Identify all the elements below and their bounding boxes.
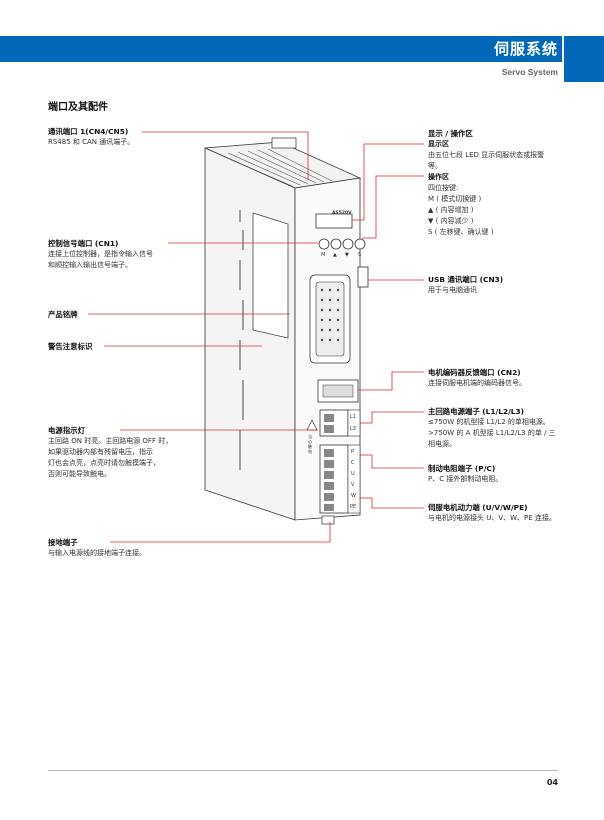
warning-vertical-text: 当心触电	[308, 434, 312, 454]
display-sub2: 操作区	[428, 173, 449, 181]
main-power-title: 主回路电源端子 (L1/L2/L3)	[428, 407, 525, 416]
power-led-desc-1: 主回路 ON 时亮。主回路电源 OFF 时，	[48, 437, 173, 445]
terminal-label-l3: L3	[350, 426, 356, 432]
key-label-up: ▲	[333, 252, 337, 258]
display-sub2-line-1: 四位按键:	[428, 184, 459, 192]
ground-screw	[321, 515, 335, 525]
motor-desc: 与电机的电源接头 U、V、W、PE 连接。	[428, 514, 556, 522]
comm-port-desc: RS485 和 CAN 通讯端子。	[48, 138, 135, 146]
power-led-desc-3: 灯也会点亮，点亮时请勿触摸端子，	[48, 459, 160, 467]
label-power-led: 电源指示灯 主回路 ON 时亮。主回路电源 OFF 时， 如果驱动器内部有残留电…	[48, 425, 208, 480]
comm-port-title: 通讯端口 1(CN4/CN5)	[48, 127, 129, 136]
label-nameplate: 产品铭牌	[48, 309, 78, 320]
label-ground: 接地端子 与输入电源线的接地端子连接。	[48, 537, 218, 559]
terminal-label-p: P	[351, 449, 355, 455]
page-number: 04	[546, 778, 558, 787]
key-label-m: M	[321, 252, 326, 258]
brake-title: 制动电阻端子 (P/C)	[428, 464, 496, 473]
header-tab	[564, 36, 604, 82]
terminal-label-v: V	[351, 482, 355, 488]
display-sub1-desc-2: 等。	[428, 162, 442, 170]
led-display	[315, 213, 353, 229]
usb-desc: 用于与电脑通讯	[428, 286, 477, 294]
display-title: 显示 / 操作区	[428, 129, 473, 138]
terminal-label-l1: L1	[350, 414, 356, 420]
key-label-down: ▼	[345, 252, 349, 258]
model-label: AS520V	[332, 211, 352, 216]
terminal-label-u: U	[351, 471, 355, 477]
power-led-desc-2: 如果驱动器内部有残留电压，指示	[48, 448, 153, 456]
label-warning: 警告注意标识	[48, 341, 92, 352]
brake-desc: P、C 接外部制动电阻。	[428, 475, 503, 483]
label-main-power: 主回路电源端子 (L1/L2/L3) ≤750W 的机型接 L1/L2 的单相电…	[428, 406, 568, 450]
power-led-desc-4: 否则可能导致触电。	[48, 470, 111, 478]
label-encoder-port: 电机编码器反馈端口 (CN2) 连接伺服电机端的编码器信号。	[428, 367, 568, 389]
nameplate-panel	[252, 212, 289, 339]
top-vents	[217, 148, 333, 187]
ground-desc: 与输入电源线的接地端子连接。	[48, 549, 146, 557]
label-comm-port: 通讯端口 1(CN4/CN5) RS485 和 CAN 通讯端子。	[48, 126, 208, 148]
side-vents	[239, 210, 244, 470]
display-sub1-desc-1: 由五位七段 LED 显示伺服状态或报警	[428, 151, 545, 159]
control-port-title: 控制信号端口 (CN1)	[48, 239, 119, 248]
nameplate-title: 产品铭牌	[48, 310, 78, 319]
label-motor-power: 伺服电机动力端 (U/V/W/PE) 与电机的电源接头 U、V、W、PE 连接。	[428, 502, 578, 524]
encoder-desc: 连接伺服电机端的编码器信号。	[428, 379, 526, 387]
keypad	[318, 238, 366, 250]
footer-divider	[48, 770, 558, 771]
label-display-area: 显示 / 操作区 显示区 由五位七段 LED 显示伺服状态或报警 等。 操作区 …	[428, 128, 568, 238]
encoder-title: 电机编码器反馈端口 (CN2)	[428, 368, 521, 377]
display-sub2-line-3: ▲ ( 内容增加 )	[428, 206, 474, 214]
warning-title: 警告注意标识	[48, 342, 93, 351]
ground-title: 接地端子	[48, 538, 78, 547]
usb-title: USB 通讯端口 (CN3)	[428, 275, 504, 284]
control-port-desc-1: 连接上位控制器，是指令输入信号	[48, 250, 153, 258]
display-sub2-line-4: ▼ ( 内容减少 )	[428, 217, 474, 225]
callout-lines	[88, 131, 424, 543]
section-title: 端口及其配件	[48, 102, 108, 113]
cn1-connector	[309, 274, 351, 364]
power-led-title: 电源指示灯	[48, 426, 85, 435]
display-sub2-line-2: M ( 模式切换键 )	[428, 195, 482, 203]
control-port-desc-2: 和顺控输入输出信号端子。	[48, 261, 132, 269]
page-header-subtitle: Servo System	[501, 67, 558, 77]
key-label-s: S	[358, 252, 362, 258]
display-sub1: 显示区	[428, 140, 449, 148]
terminal-label-pe: PE	[350, 504, 357, 510]
terminal-label-w: W	[351, 493, 356, 499]
label-usb-port: USB 通讯端口 (CN3) 用于与电脑通讯	[428, 274, 568, 296]
page-header-title: 伺服系统	[493, 40, 558, 58]
motor-title: 伺服电机动力端 (U/V/W/PE)	[428, 503, 528, 512]
terminal-block-bottom	[319, 444, 349, 514]
main-power-desc-3: 相电源。	[428, 440, 456, 448]
usb-port	[357, 266, 369, 288]
main-power-desc-2: >750W 的 A 机型接 L1/L2/L3 的单 / 三	[428, 429, 556, 437]
terminal-block-top	[319, 409, 349, 437]
main-power-desc-1: ≤750W 的机型接 L1/L2 的单相电源。	[428, 418, 550, 426]
display-sub2-line-5: S ( 左移键、确认键 )	[428, 228, 494, 236]
terminal-label-c: C	[351, 460, 355, 466]
label-brake-resistor: 制动电阻端子 (P/C) P、C 接外部制动电阻。	[428, 463, 568, 485]
header-bar	[0, 36, 562, 62]
label-control-port: 控制信号端口 (CN1) 连接上位控制器，是指令输入信号 和顺控输入输出信号端子…	[48, 238, 208, 271]
